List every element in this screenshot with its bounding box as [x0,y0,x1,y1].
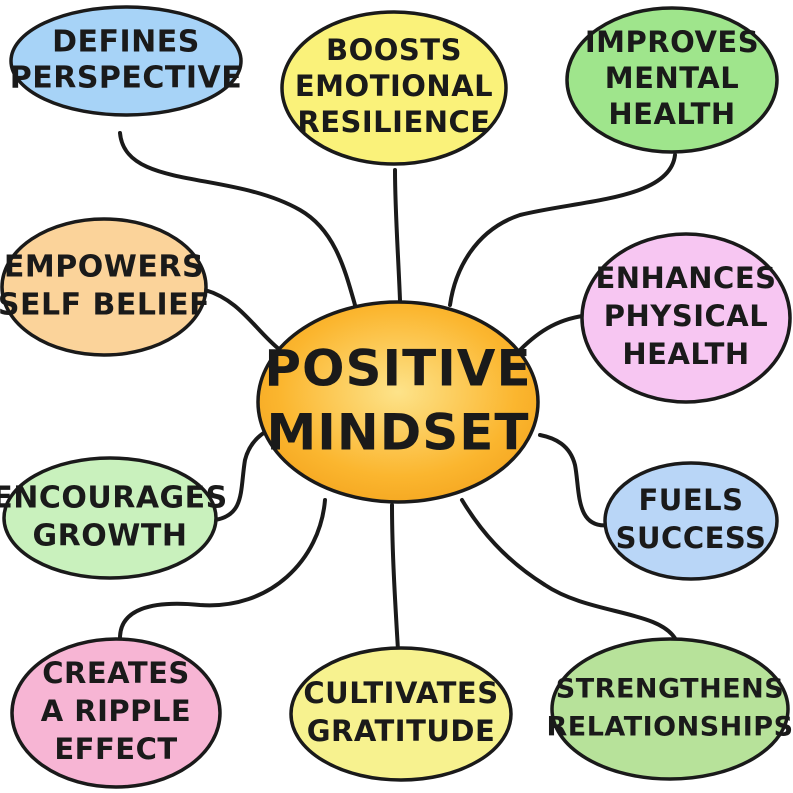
connector-strengthens-relationships [460,498,678,642]
bubble-label-line: PERSPECTIVE [10,61,243,96]
bubble-fuels-success: FUELS SUCCESS [603,461,779,581]
bubble-shape [603,461,779,581]
bubble-label-line: EFFECT [54,732,177,766]
bubble-label-line: BOOSTS [326,33,462,67]
bubble-shape [10,637,222,789]
bubble-label-line: MENTAL [605,61,739,95]
bubble-label-line: HEALTH [608,97,735,131]
connector-fuels-success [538,433,612,528]
bubble-label-line: SUCCESS [616,521,767,555]
bubble-shape [565,6,779,154]
connector-empowers-self-belief [203,288,282,352]
bubble-label-line: A RIPPLE [41,694,191,728]
bubble-enhances-physical-health: ENHANCES PHYSICAL HEALTH [580,232,792,404]
bubble-shape [9,5,243,117]
bubble-shape [0,217,208,357]
bubble-label-line: CULTIVATES [303,676,498,710]
bubble-creates-a-ripple-effect: CREATES A RIPPLE EFFECT [10,637,222,789]
bubble-label-line: EMPOWERS [4,250,204,285]
connector-improves-mental-health [448,153,677,307]
bubble-shape [289,646,513,782]
bubble-label-line: EMOTIONAL [295,69,493,103]
central-topic-line: POSITIVE [264,340,531,398]
bubble-label-line: STRENGTHENS [556,674,784,705]
bubble-shape [550,637,790,781]
bubble-shape [2,456,218,580]
bubble-shape [280,10,508,166]
bubble-label-line: DEFINES [52,25,200,60]
connector-creates-a-ripple-effect [118,498,327,640]
bubble-label-line: SELF BELIEF [0,288,210,323]
bubble-label-line: ENCOURAGES [0,481,228,516]
connector-boosts-emotional-resilience [393,168,402,302]
bubble-label-line: FUELS [638,483,743,517]
bubble-label-line: HEALTH [622,337,749,371]
central-topic-line: MINDSET [267,404,530,462]
bubble-label-line: GRATITUDE [307,714,496,748]
central-bubble-shape [256,300,540,504]
bubble-label-line: ENHANCES [595,261,776,295]
connector-cultivates-gratitude [390,503,400,652]
bubble-label-line: CREATES [42,656,190,690]
bubble-strengthens-relationships: STRENGTHENS RELATIONSHIPS [546,637,793,781]
bubble-label-line: RELATIONSHIPS [546,712,793,743]
connector-lines [118,131,678,652]
bubble-cultivates-gratitude: CULTIVATES GRATITUDE [289,646,513,782]
bubble-label-line: PHYSICAL [604,299,768,333]
connector-defines-perspective [118,131,357,307]
bubble-label-line: RESILIENCE [297,105,490,139]
bubble-label-line: GROWTH [33,519,188,554]
bubble-label-line: IMPROVES [585,25,759,59]
central-topic: POSITIVE MINDSET [256,300,540,504]
bubble-shape [580,232,792,404]
